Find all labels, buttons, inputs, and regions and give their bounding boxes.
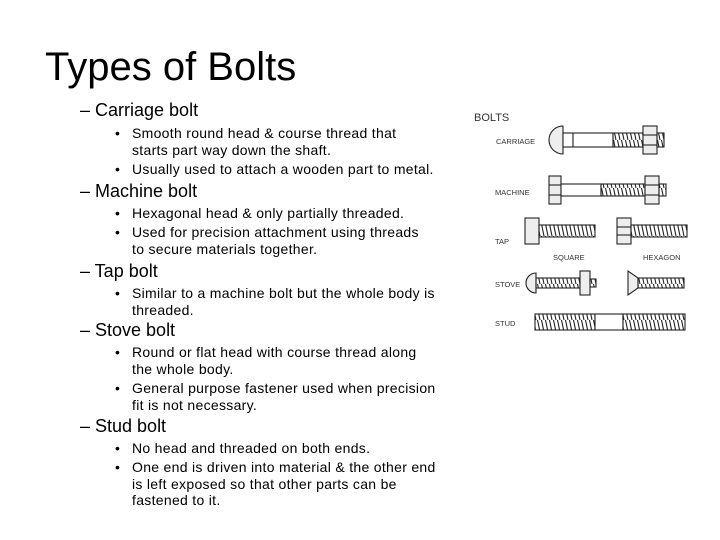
bullet-dot: •	[115, 380, 121, 396]
bullet-line: General purpose fastener used when preci…	[132, 380, 436, 396]
bullet-stove-1: • Round or flat head with course thread a…	[115, 344, 417, 377]
bullet-dot: •	[115, 125, 121, 141]
heading-carriage-bolt: – Carriage bolt	[80, 100, 199, 120]
label-machine: MACHINE	[495, 188, 530, 197]
bullet-dot: •	[115, 161, 121, 177]
bullet-line: Used for precision attachment using thre…	[132, 224, 419, 240]
machine-bolt-drawing	[548, 175, 667, 205]
heading-stud-bolt: – Stud bolt	[80, 416, 167, 436]
heading-tap-bolt: – Tap bolt	[80, 261, 158, 281]
stove-bolt-round-drawing	[525, 270, 597, 296]
bullet-line: fastened to it.	[132, 492, 221, 508]
label-stud: STUD	[495, 319, 516, 328]
bolts-illustration: BOLTS CARRIAGE MACHINE TAP STOVE STUD SQ…	[474, 112, 688, 331]
bullet-line: threaded.	[132, 301, 194, 318]
label-stove: STOVE	[495, 280, 520, 289]
tap-bolt-square-drawing	[524, 217, 596, 245]
bullet-stud-2: • One end is driven into material & the o…	[115, 459, 436, 509]
label-hexagon: HEXAGON	[643, 253, 681, 262]
bullet-line: Hexagonal head & only partially threaded…	[132, 205, 405, 221]
figure-title: BOLTS	[474, 112, 509, 124]
tap-bolt-hexagon-drawing	[616, 217, 688, 245]
bullet-dot: •	[115, 205, 121, 221]
heading-stove-bolt: – Stove bolt	[80, 320, 176, 340]
bullet-line: starts part way down the shaft.	[132, 141, 332, 158]
bullet-line: One end is driven into material & the ot…	[132, 459, 436, 475]
bullet-dot: •	[115, 344, 121, 360]
bullet-line: No head and threaded on both ends.	[132, 440, 371, 456]
bullet-line: fit is not necessary.	[132, 396, 258, 413]
bullet-machine-2: • Used for precision attachment using thr…	[115, 224, 419, 257]
label-carriage: CARRIAGE	[496, 137, 535, 146]
bullet-line: Round or flat head with course thread al…	[132, 344, 417, 360]
bullet-dot: •	[115, 440, 121, 456]
stove-bolt-flat-drawing	[627, 269, 685, 297]
bullet-tap-1: • Similar to a machine bolt but the whole…	[115, 285, 435, 318]
bullet-dot: •	[115, 285, 121, 301]
bullet-line: Similar to a machine bolt but the whole …	[132, 285, 435, 301]
heading-machine-bolt: – Machine bolt	[80, 181, 198, 201]
bullet-stud-1: • No head and threaded on both ends.	[115, 440, 370, 457]
bullet-machine-1: • Hexagonal head & only partially threade…	[115, 205, 404, 222]
bullet-line: to secure materials together.	[132, 240, 318, 257]
bullet-stove-2: • General purpose fastener used when prec…	[115, 380, 436, 413]
bullet-dot: •	[115, 224, 121, 240]
bullet-line: is left exposed so that other parts can …	[132, 475, 397, 492]
slide-title: Types of Bolts	[45, 45, 297, 89]
carriage-bolt-drawing	[548, 125, 665, 155]
stud-bolt-drawing	[534, 313, 686, 331]
bullet-carriage-2: • Usually used to attach a wooden part to…	[115, 161, 434, 178]
bullet-line: the whole body.	[132, 360, 234, 377]
bullet-line: Usually used to attach a wooden part to …	[132, 161, 434, 177]
bullet-dot: •	[115, 459, 121, 475]
bullet-line: Smooth round head & course thread that	[132, 125, 397, 141]
label-square: SQUARE	[553, 253, 585, 262]
label-tap: TAP	[495, 237, 509, 246]
